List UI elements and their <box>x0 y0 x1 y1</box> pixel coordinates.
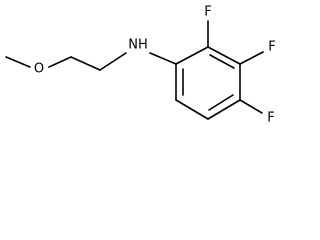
ring-double-bond-a <box>209 54 235 69</box>
fluorine-bonds <box>207 20 264 114</box>
ring-bond-5-6 <box>175 99 209 120</box>
oxygen-label: O <box>34 62 44 77</box>
amine-nh-label: NH <box>128 38 148 53</box>
fluorine-label-3: F <box>268 40 275 55</box>
bond-n-ring <box>149 52 177 65</box>
chemical-structure: O NH F F F <box>5 5 276 126</box>
ring-double-bond-b <box>208 94 234 111</box>
bond-methyl-o <box>5 56 31 68</box>
ring-bond-4-5 <box>207 99 241 120</box>
side-chain <box>5 52 177 71</box>
bond-c3-f <box>239 51 264 65</box>
benzene-ring <box>175 46 241 120</box>
ring-bond-2-3 <box>207 46 241 65</box>
fluorine-label-4: F <box>267 111 274 126</box>
bond-o-ch2 <box>48 56 72 68</box>
bond-ch2-n <box>99 52 127 71</box>
fluorine-label-2: F <box>204 5 211 20</box>
ring-bond-1-2 <box>175 46 209 65</box>
bond-c4-f <box>239 99 263 114</box>
bond-ch2-ch2 <box>70 56 101 71</box>
